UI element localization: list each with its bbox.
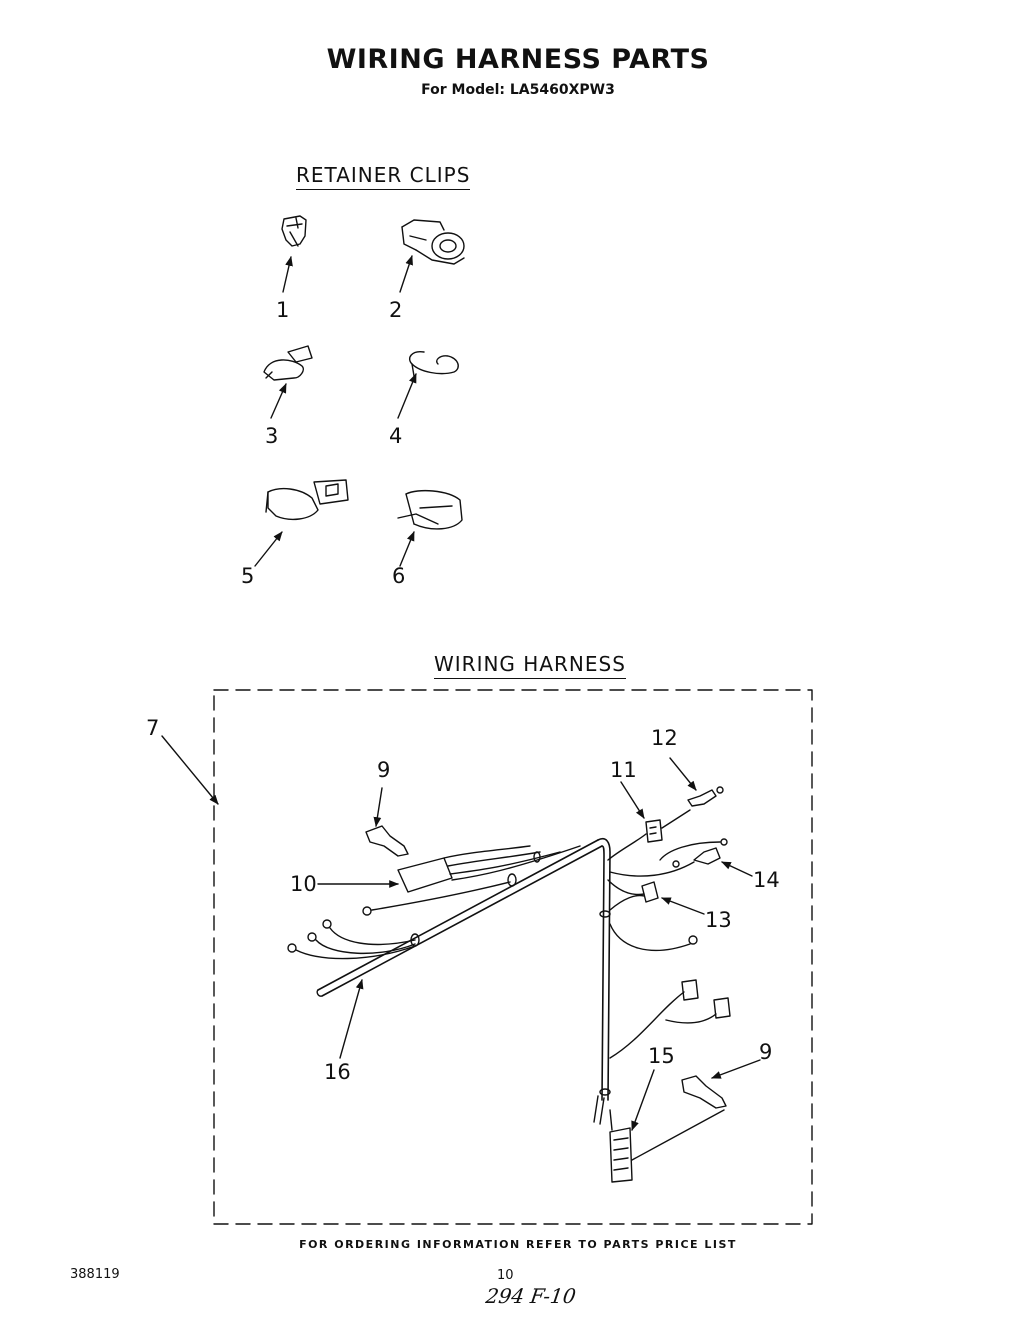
- wiring-harness-heading: WIRING HARNESS: [434, 652, 626, 679]
- callout-9-lower: 9: [759, 1040, 773, 1064]
- callout-14: 14: [753, 868, 780, 892]
- arrow-5: [254, 531, 283, 567]
- callout-15: 15: [648, 1044, 675, 1068]
- page-title: WIRING HARNESS PARTS: [326, 44, 710, 75]
- callout-5: 5: [241, 564, 255, 588]
- arrow-15: [631, 1069, 655, 1131]
- arrow-11: [620, 781, 645, 819]
- callout-2: 2: [389, 298, 403, 322]
- arrow-14: [721, 861, 753, 877]
- callout-16: 16: [324, 1060, 351, 1084]
- callout-12: 12: [651, 726, 678, 750]
- retainer-clips-heading: RETAINER CLIPS: [296, 163, 471, 190]
- ordering-note: FOR ORDERING INFORMATION REFER TO PARTS …: [299, 1238, 737, 1251]
- arrow-2: [399, 255, 413, 293]
- arrow-7: [161, 735, 219, 805]
- retainer-clip-6-icon: [397, 489, 463, 530]
- wiring-harness-icon: [287, 786, 731, 1183]
- arrow-3: [270, 383, 287, 419]
- callout-6: 6: [392, 564, 406, 588]
- arrow-9-upper: [373, 787, 383, 827]
- callout-3: 3: [265, 424, 279, 448]
- arrow-4: [397, 373, 417, 419]
- page-number: 10: [497, 1268, 514, 1283]
- arrow-13: [661, 897, 705, 915]
- callout-11: 11: [610, 758, 637, 782]
- handwritten-note: 294 F-10: [484, 1284, 578, 1308]
- arrow-12: [669, 757, 697, 791]
- arrow-6: [399, 531, 415, 567]
- harness-outline-box: [213, 689, 813, 1225]
- callout-10: 10: [290, 872, 317, 896]
- retainer-clip-2-icon: [401, 219, 465, 265]
- callout-1: 1: [276, 298, 290, 322]
- retainer-clip-4-icon: [408, 350, 459, 377]
- callout-4: 4: [389, 424, 403, 448]
- retainer-clip-5-icon: [265, 479, 349, 521]
- retainer-clip-3-icon: [263, 345, 313, 381]
- arrow-1: [282, 256, 293, 293]
- arrow-16: [339, 979, 364, 1059]
- document-number: 388119: [70, 1267, 120, 1282]
- model-number: For Model: LA5460XPW3: [421, 82, 615, 98]
- arrow-9-lower: [711, 1059, 761, 1079]
- retainer-clip-1-icon: [281, 215, 307, 247]
- callout-7: 7: [146, 716, 160, 740]
- callout-9-upper: 9: [377, 758, 391, 782]
- callout-13: 13: [705, 908, 732, 932]
